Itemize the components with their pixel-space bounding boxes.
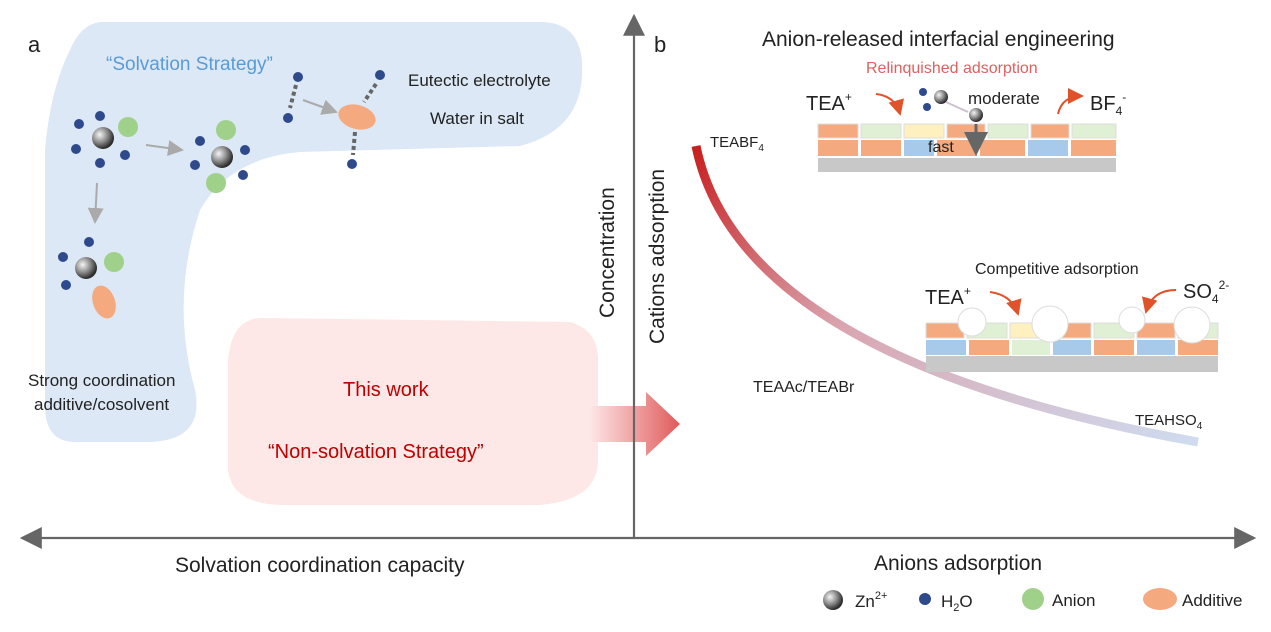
solvation-strategy-title: “Solvation Strategy” bbox=[106, 54, 273, 75]
y-axis-label-a: Concentration bbox=[596, 187, 619, 318]
water-icon bbox=[283, 113, 293, 123]
bf4-label: BF4- bbox=[1090, 90, 1126, 118]
bf4-arrow bbox=[1057, 88, 1084, 115]
zn-ion-icon bbox=[823, 590, 843, 610]
panel-a-letter: a bbox=[28, 32, 41, 57]
teaac-label: TEAAc/TEABr bbox=[753, 379, 855, 396]
legend-additive: Additive bbox=[1182, 591, 1242, 610]
water-icon bbox=[195, 136, 205, 146]
anion-icon bbox=[104, 252, 124, 272]
water-icon bbox=[120, 150, 130, 160]
legend: Zn2+ H2O Anion Additive bbox=[823, 588, 1242, 614]
y-axis-label-b: Cations adsorption bbox=[646, 169, 669, 344]
tea-bottom-label: TEA+ bbox=[925, 284, 971, 309]
anion-icon bbox=[216, 120, 236, 140]
x-axis-label-b: Anions adsorption bbox=[874, 552, 1042, 575]
water-icon bbox=[923, 103, 931, 111]
water-icon bbox=[71, 144, 81, 154]
water-in-salt-label: Water in salt bbox=[430, 109, 524, 128]
legend-anion: Anion bbox=[1052, 591, 1095, 610]
zn-ion-icon bbox=[969, 108, 983, 122]
substrate-bottom bbox=[925, 305, 1219, 372]
legend-h2o: H2O bbox=[941, 592, 973, 614]
tea-top-arrow bbox=[875, 93, 904, 116]
zn-ion-icon bbox=[92, 127, 114, 149]
water-icon bbox=[240, 145, 250, 155]
legend-zn: Zn2+ bbox=[855, 590, 887, 611]
water-icon bbox=[95, 158, 105, 168]
additive-icon bbox=[92, 285, 116, 319]
water-icon bbox=[919, 88, 927, 96]
water-icon bbox=[919, 593, 931, 605]
teahso4-label: TEAHSO4 bbox=[1135, 412, 1203, 432]
flow-arrow bbox=[87, 182, 104, 224]
panel-b-letter: b bbox=[654, 32, 666, 57]
water-icon bbox=[84, 237, 94, 247]
panel-b-title: Anion-released interfacial engineering bbox=[762, 28, 1115, 51]
non-solvation-region bbox=[228, 318, 598, 505]
zn-ion-icon bbox=[75, 257, 97, 279]
water-icon bbox=[238, 170, 248, 180]
tea-top-label: TEA+ bbox=[806, 90, 852, 115]
water-icon bbox=[293, 72, 303, 82]
water-icon bbox=[375, 70, 385, 80]
additive-icon bbox=[1143, 588, 1177, 610]
tea-bottom-arrow bbox=[989, 291, 1022, 316]
zn-ion-icon bbox=[211, 146, 233, 168]
flow-arrow bbox=[145, 140, 184, 156]
anion-icon bbox=[1022, 588, 1044, 610]
non-solvation-label: “Non-solvation Strategy” bbox=[268, 441, 484, 463]
competitive-label: Competitive adsorption bbox=[975, 261, 1139, 278]
relinquished-label: Relinquished adsorption bbox=[866, 60, 1038, 77]
water-icon bbox=[347, 159, 357, 169]
cluster-eutectic bbox=[283, 70, 385, 169]
anion-icon bbox=[118, 117, 138, 137]
substrate-top bbox=[817, 123, 1117, 172]
adsorption-curve bbox=[691, 145, 1199, 447]
strong-coord-line2: additive/cosolvent bbox=[34, 395, 169, 414]
solvation-region bbox=[45, 22, 583, 442]
additive-icon bbox=[338, 104, 376, 130]
water-icon bbox=[95, 111, 105, 121]
so4-label: SO42- bbox=[1183, 278, 1229, 306]
teabf4-label: TEABF4 bbox=[710, 134, 764, 154]
x-axis-label-a: Solvation coordination capacity bbox=[175, 554, 465, 577]
eutectic-label: Eutectic electrolyte bbox=[408, 71, 551, 90]
this-work-label: This work bbox=[343, 379, 430, 401]
water-icon bbox=[61, 280, 71, 290]
so4-arrow bbox=[1141, 289, 1177, 314]
cluster-anion bbox=[190, 120, 250, 193]
water-icon bbox=[58, 252, 68, 262]
anion-icon bbox=[206, 173, 226, 193]
strong-coord-line1: Strong coordination bbox=[28, 371, 175, 390]
fast-label: fast bbox=[928, 139, 954, 156]
zn-ion-icon bbox=[934, 90, 948, 104]
water-icon bbox=[190, 160, 200, 170]
cluster-additive bbox=[58, 237, 124, 319]
cluster-center bbox=[71, 111, 138, 168]
moderate-label: moderate bbox=[968, 89, 1040, 108]
water-icon bbox=[74, 119, 84, 129]
